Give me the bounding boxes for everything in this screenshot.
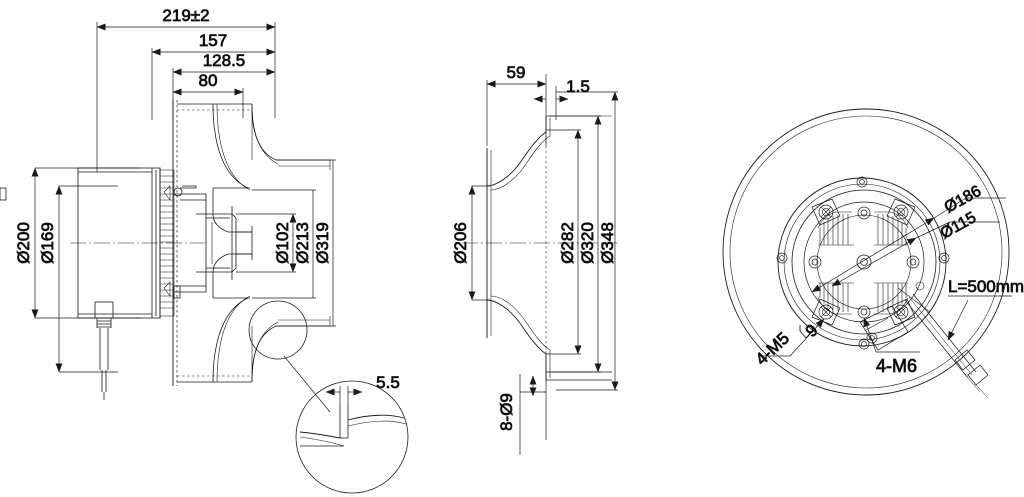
rear-circular-view: Ø186 Ø115 L=500mm 4-M5 9 4-M6	[722, 108, 1024, 399]
inlet-nozzle-section-view: 59 1.5	[451, 63, 619, 455]
dim-59: 59	[507, 63, 526, 82]
cable-gland	[94, 301, 114, 400]
dim-d169: Ø169	[38, 222, 57, 264]
nozzle-top-dimensions	[486, 74, 569, 146]
side-view-right-dimensions	[236, 159, 336, 327]
dim-4-m6: 4-M6	[876, 356, 917, 376]
dim-d186: Ø186	[942, 183, 985, 217]
stator-stack	[159, 169, 175, 317]
dim-d282: Ø282	[558, 222, 577, 264]
disc-fastener-group	[776, 176, 950, 350]
depth-symbol-icon	[799, 325, 813, 339]
dim-1-5: 1.5	[566, 77, 590, 96]
m6-leader	[863, 317, 920, 353]
nozzle-vertical-dimensions	[468, 91, 619, 391]
dim-5-5: 5.5	[376, 373, 400, 392]
dim-8-d9: 8-Ø9	[497, 393, 516, 431]
dim-d319: Ø319	[313, 222, 332, 264]
motor-housing	[70, 167, 205, 319]
dim-d213: Ø213	[293, 222, 312, 264]
detail-magnified-view: 5.5	[295, 373, 409, 494]
dim-d320: Ø320	[578, 222, 597, 264]
dim-157: 157	[199, 31, 227, 50]
cooling-fins-upper	[817, 211, 909, 246]
dim-d200: Ø200	[14, 222, 33, 264]
dim-80: 80	[199, 71, 218, 90]
dim-d115: Ø115	[938, 209, 980, 242]
dim-d206: Ø206	[451, 222, 470, 264]
detail-callout-circle	[248, 300, 331, 413]
m5-boss-2	[886, 198, 916, 226]
dim-128-5: 128.5	[203, 51, 246, 70]
cable-length-leader	[947, 295, 1012, 341]
rear-view-leaders	[811, 197, 1006, 293]
dim-4-m5-depth: 9	[802, 321, 822, 341]
dim-219: 219±2	[162, 6, 209, 25]
dim-cable-length: L=500mm	[948, 277, 1024, 296]
side-view-left-dimensions	[31, 167, 140, 373]
m5-boss-group	[811, 198, 916, 326]
dim-d102: Ø102	[273, 222, 292, 264]
dim-d348: Ø348	[598, 222, 617, 264]
nozzle-hole-dimension	[519, 374, 547, 455]
cable-group	[897, 281, 989, 399]
m5-boss-3	[811, 298, 841, 326]
side-view-top-dimensions	[96, 22, 276, 172]
side-section-view: 219±2 157 128.5 80 Ø200 Ø169	[0, 6, 336, 413]
detail-dimension-5-5	[325, 386, 363, 404]
